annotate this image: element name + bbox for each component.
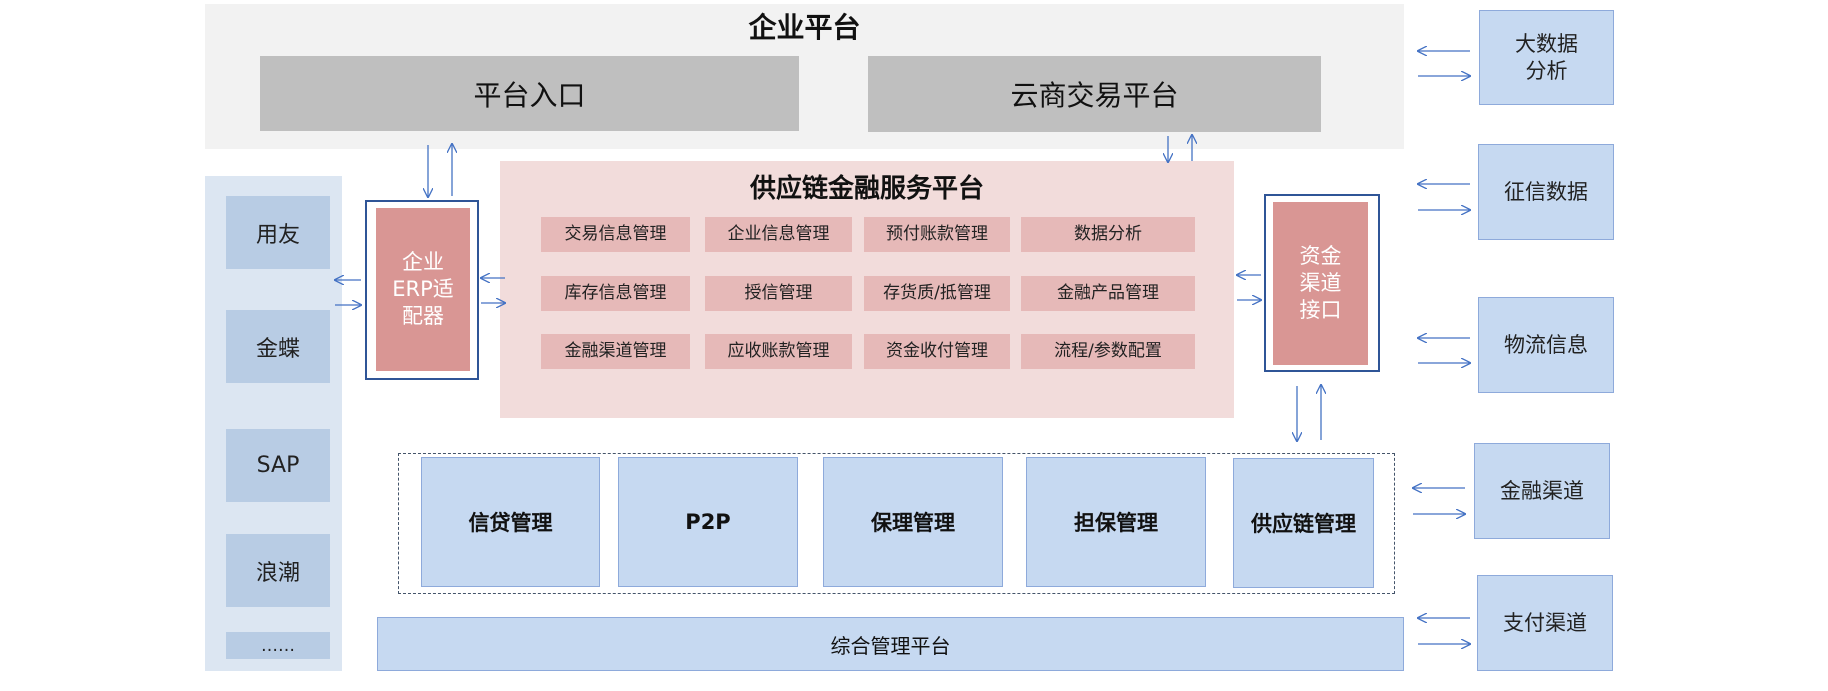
scf-platform-title: 供应链金融服务平台 — [749, 173, 984, 204]
module-finance-channel: 金融渠道管理 — [541, 334, 690, 369]
cloud-trade-platform-box: 云商交易平台 — [868, 56, 1321, 132]
platform-portal-box: 平台入口 — [260, 56, 799, 131]
module-inventory-info: 库存信息管理 — [541, 276, 690, 311]
module-pledge: 存货质/抵管理 — [864, 276, 1010, 311]
module-process-config: 流程/参数配置 — [1021, 334, 1195, 369]
module-receivables: 应收账款管理 — [705, 334, 852, 369]
module-data-analysis: 数据分析 — [1021, 217, 1195, 252]
module-fund-payment: 资金收付管理 — [864, 334, 1010, 369]
integrated-management-platform: 综合管理平台 — [377, 617, 1404, 671]
module-credit-grant: 授信管理 — [705, 276, 852, 311]
fund-interface-box: 资金渠道接口 — [1273, 202, 1368, 365]
module-trade-info: 交易信息管理 — [541, 217, 690, 252]
enterprise-platform-title: 企业平台 — [748, 11, 861, 44]
business-supply-chain: 供应链管理 — [1233, 458, 1374, 588]
module-prepayment: 预付账款管理 — [864, 217, 1010, 252]
source-finance-channel: 金融渠道 — [1474, 443, 1610, 539]
module-finance-product: 金融产品管理 — [1021, 276, 1195, 311]
erp-system-more: …… — [226, 632, 330, 659]
source-payment-channel: 支付渠道 — [1477, 575, 1613, 671]
business-modules-frame — [398, 453, 1395, 594]
business-credit: 信贷管理 — [421, 457, 600, 587]
erp-system-inspur: 浪潮 — [226, 534, 330, 607]
business-guarantee: 担保管理 — [1026, 457, 1206, 587]
erp-adapter-box: 企业ERP适配器 — [376, 208, 470, 371]
source-logistics: 物流信息 — [1478, 297, 1614, 393]
module-enterprise-info: 企业信息管理 — [705, 217, 852, 252]
business-factoring: 保理管理 — [823, 457, 1003, 587]
business-p2p: P2P — [618, 457, 798, 587]
erp-system-sap: SAP — [226, 429, 330, 502]
source-credit-data: 征信数据 — [1478, 144, 1614, 240]
erp-system-kingdee: 金蝶 — [226, 310, 330, 383]
source-big-data: 大数据分析 — [1479, 10, 1614, 105]
erp-system-yonyou: 用友 — [226, 196, 330, 269]
